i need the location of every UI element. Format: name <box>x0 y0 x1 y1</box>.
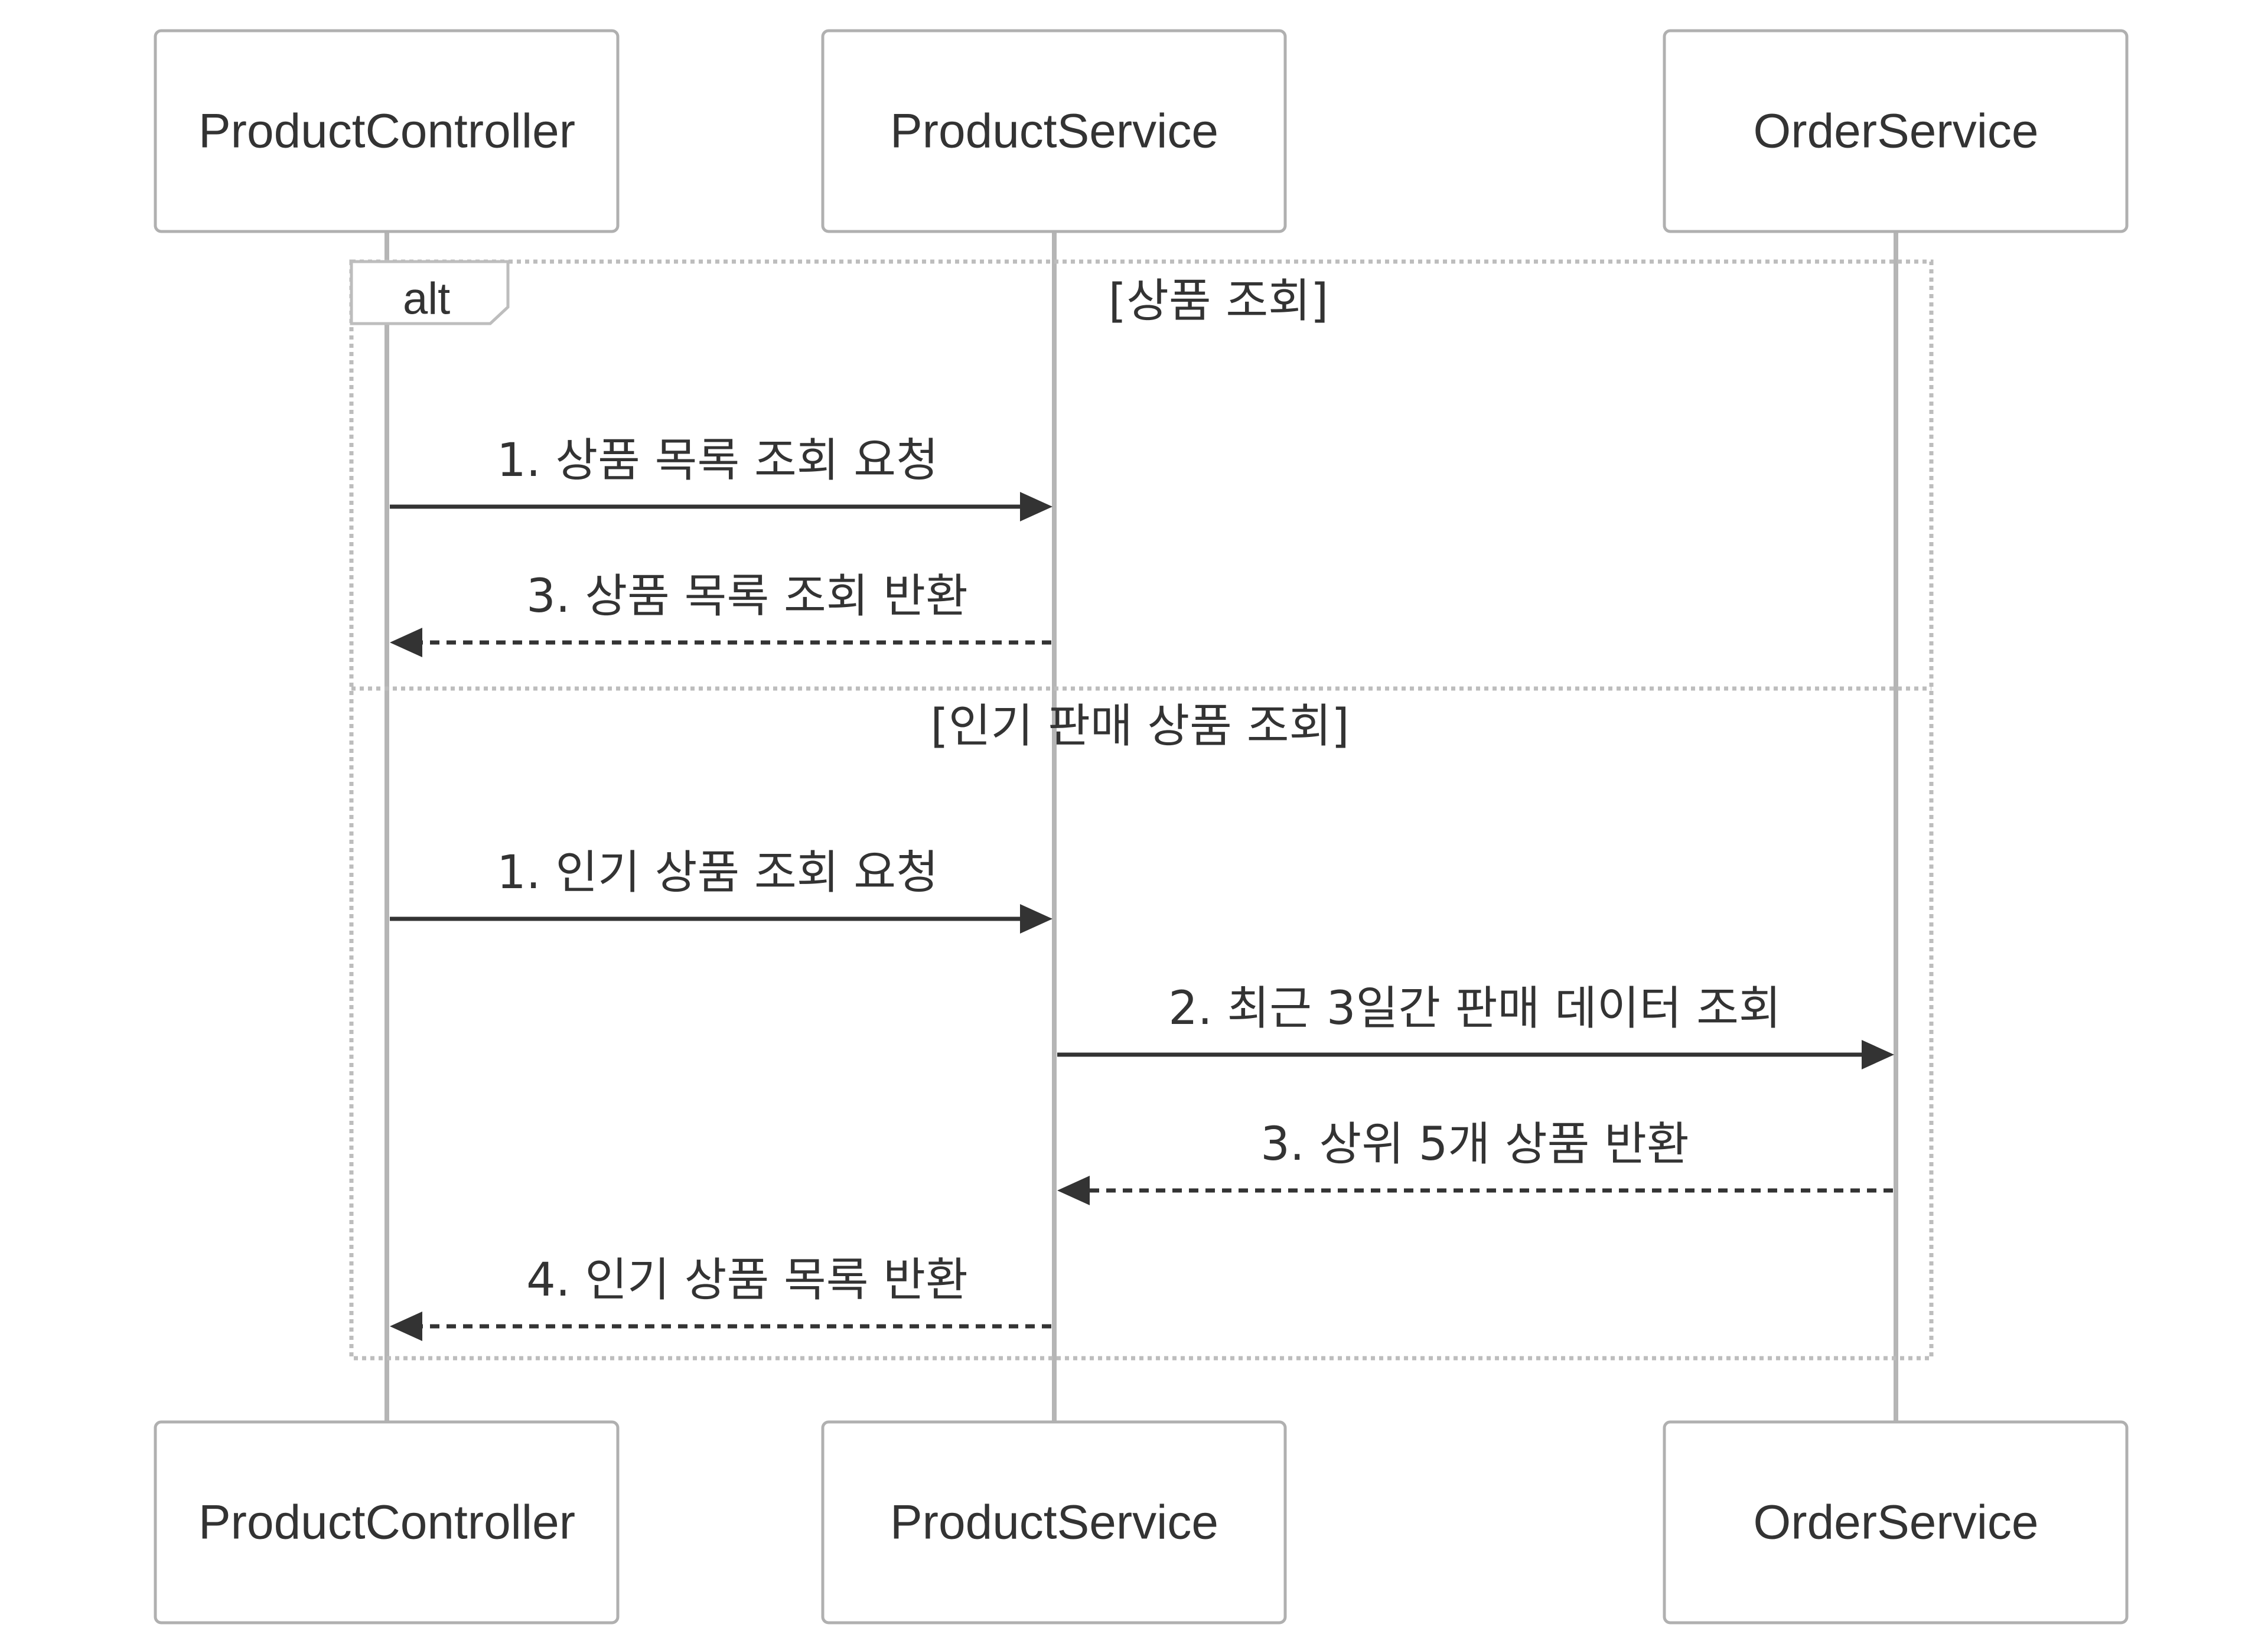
participant-label: ProductController <box>198 105 575 158</box>
participant-order-service-top: OrderService <box>1663 29 2129 233</box>
participant-product-controller-bottom: ProductController <box>154 1420 620 1625</box>
participant-label: ProductService <box>890 1496 1218 1550</box>
arrowhead-left-icon <box>1057 1176 1090 1205</box>
message-label: 1. 인기 상품 조회 요청 <box>497 846 939 899</box>
alt-frame-border <box>349 259 1934 1361</box>
message-label: 3. 상위 5개 상품 반환 <box>1260 1118 1689 1171</box>
arrowhead-right-icon <box>1020 904 1052 934</box>
arrowhead-right-icon <box>1862 1040 1894 1069</box>
participant-box <box>1663 1420 2129 1625</box>
message-label: 1. 상품 목록 조회 요청 <box>497 434 939 487</box>
participant-product-service-bottom: ProductService <box>821 1420 1287 1625</box>
arrowhead-left-icon <box>390 1312 422 1341</box>
message-3: 1. 인기 상품 조회 요청 <box>390 846 1052 934</box>
operand-condition-1: [상품 조회] <box>1109 275 1329 328</box>
message-4: 2. 최근 3일간 판매 데이터 조회 <box>1057 982 1894 1069</box>
message-label: 2. 최근 3일간 판매 데이터 조회 <box>1168 982 1781 1035</box>
participant-box <box>1663 29 2129 233</box>
message-2: 3. 상품 목록 조회 반환 <box>390 570 1051 657</box>
alt-frame-label: alt <box>403 274 450 324</box>
participant-label: OrderService <box>1753 1496 2038 1550</box>
participant-label: OrderService <box>1753 105 2038 158</box>
operand-condition-2: [인기 판매 상품 조회] <box>930 700 1349 753</box>
participant-label: ProductService <box>890 105 1218 158</box>
participant-order-service-bottom: OrderService <box>1663 1420 2129 1625</box>
participant-box <box>154 1420 620 1625</box>
alt-frame-tab <box>350 260 510 325</box>
participant-product-controller-top: ProductController <box>154 29 620 233</box>
participant-box <box>154 29 620 233</box>
message-5: 3. 상위 5개 상품 반환 <box>1057 1118 1893 1205</box>
alt-frame: alt [상품 조회] [인기 판매 상품 조회] <box>349 259 1934 1361</box>
message-label: 4. 인기 상품 목록 반환 <box>526 1254 968 1307</box>
arrowhead-right-icon <box>1020 492 1052 521</box>
participant-product-service-top: ProductService <box>821 29 1287 233</box>
message-label: 3. 상품 목록 조회 반환 <box>526 570 968 623</box>
arrowhead-left-icon <box>390 628 422 657</box>
participant-box <box>821 1420 1287 1625</box>
participant-box <box>821 29 1287 233</box>
message-1: 1. 상품 목록 조회 요청 <box>390 434 1052 521</box>
message-6: 4. 인기 상품 목록 반환 <box>390 1254 1051 1341</box>
participant-label: ProductController <box>198 1496 575 1550</box>
